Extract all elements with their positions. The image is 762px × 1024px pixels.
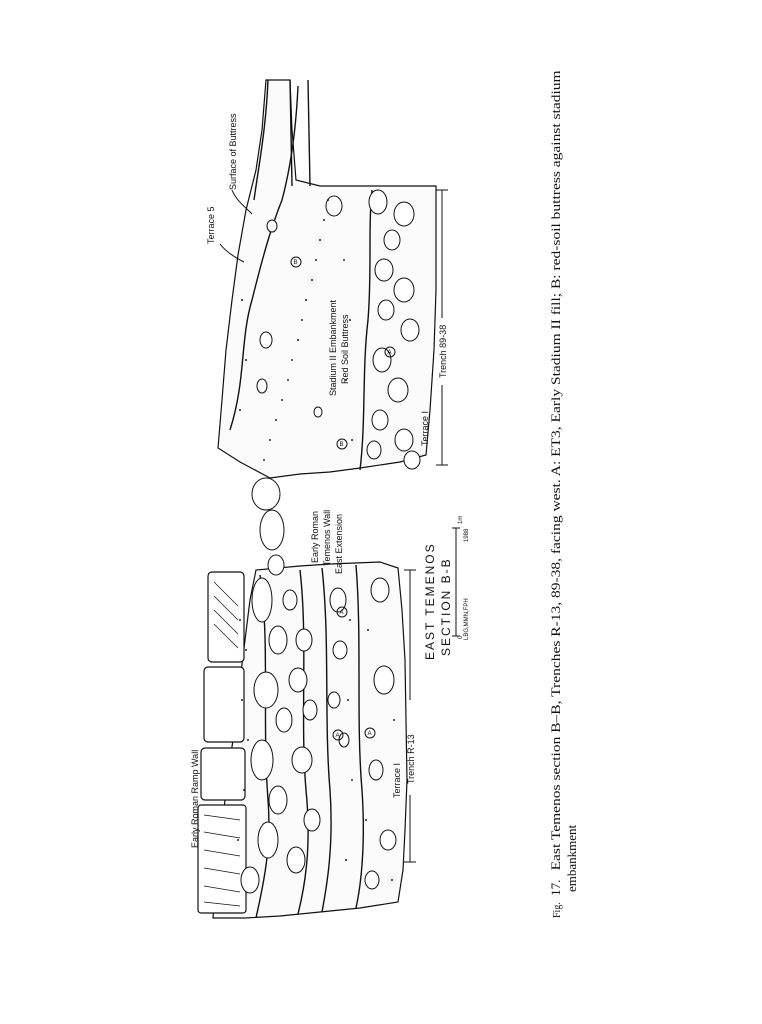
marker-a-2 (364, 727, 376, 739)
label-east-extension: East Extension (334, 514, 344, 574)
label-terrace-1-right: Terrace I (420, 411, 430, 446)
marker-b-1 (290, 256, 302, 268)
ramp-wall-blocks (197, 571, 247, 914)
marker-a-3 (336, 606, 348, 618)
right-stones (256, 189, 421, 470)
label-authors: LBG,MMN,FPH (464, 598, 470, 640)
right-section-block: B B A (217, 79, 437, 479)
label-early-roman-ramp-wall: Early Roman Ramp Wall (190, 750, 200, 848)
left-section-block: A A A (197, 561, 408, 919)
buttress-dotted-lines (239, 199, 353, 461)
marker-a-3-label: A (340, 610, 344, 616)
label-section-bb: SECTION B-B (439, 557, 453, 656)
label-red-soil-buttress: Red Soil Buttress (340, 314, 350, 384)
label-terrace-5: Terrace 5 (206, 206, 216, 244)
label-trench-r13: Trench R-13 (406, 734, 416, 784)
left-stones (240, 577, 397, 894)
leader-terrace-5 (219, 243, 245, 263)
label-stadium-embankment: Stadium II Embankment (328, 299, 338, 396)
temenos-wall-stones (251, 477, 285, 576)
label-temenos-wall: Temenos Wall (322, 510, 332, 566)
label-early-roman: Early Roman (310, 511, 320, 563)
marker-a-1-label: A (336, 733, 340, 739)
trench-r13-dimension (404, 569, 416, 863)
left-speckles (237, 619, 395, 881)
scale-bar (452, 527, 460, 637)
caption-fig-number: 17. (548, 880, 563, 896)
marker-a-4-label: A (388, 350, 392, 356)
marker-a-4 (384, 346, 396, 358)
figure-caption-line1: Fig. 17. East Temenos section B–B, Trenc… (548, 70, 563, 918)
label-east-temenos: EAST TEMENOS (423, 542, 437, 660)
label-scale-1m: 1m (458, 516, 464, 524)
label-scale-zero: 0 (458, 635, 464, 639)
marker-a-2-label: A (368, 731, 372, 737)
marker-b-1-label: B (294, 260, 298, 266)
trench-8938-dimension (436, 189, 448, 466)
label-year: 1988 (464, 528, 470, 542)
marker-b-2-label: B (340, 442, 344, 448)
marker-a-1 (332, 729, 344, 741)
label-trench-8938: Trench 89-38 (438, 325, 448, 378)
caption-fig-prefix: Fig. (552, 902, 563, 918)
figure-caption-line2: embankment (564, 824, 579, 892)
label-surface-of-buttress: Surface of Buttress (228, 113, 238, 190)
label-terrace-1-left: Terrace I (392, 763, 402, 798)
leader-surface-of-buttress (231, 189, 253, 215)
marker-b-2 (336, 438, 348, 450)
caption-text-line1: East Temenos section B–B, Trenches R-13,… (548, 70, 563, 870)
